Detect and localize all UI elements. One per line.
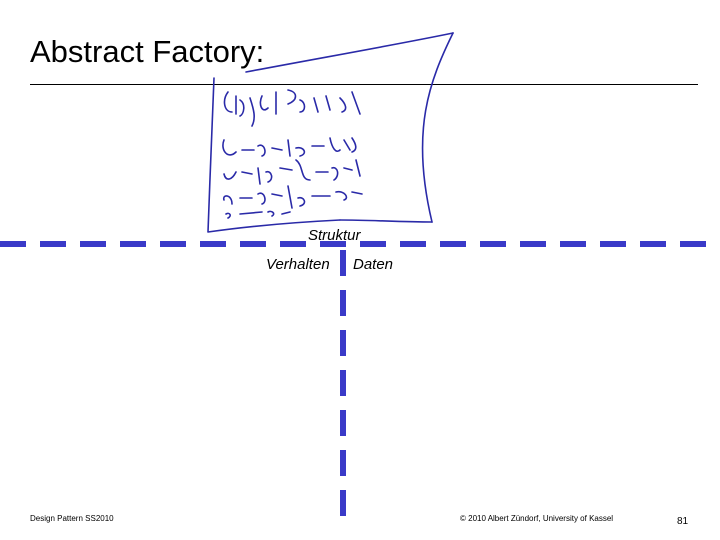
footer-course: Design Pattern SS2010	[30, 514, 114, 523]
label-daten: Daten	[353, 256, 394, 273]
label-struktur: Struktur	[308, 227, 361, 244]
title-rule	[30, 84, 698, 85]
handwritten-class-sketch-icon	[207, 32, 454, 233]
slide-title: Abstract Factory:	[30, 34, 265, 69]
footer-copyright: © 2010 Albert Zündorf, University of Kas…	[460, 514, 614, 523]
label-verhalten: Verhalten	[266, 256, 330, 273]
page-number: 81	[677, 516, 689, 527]
